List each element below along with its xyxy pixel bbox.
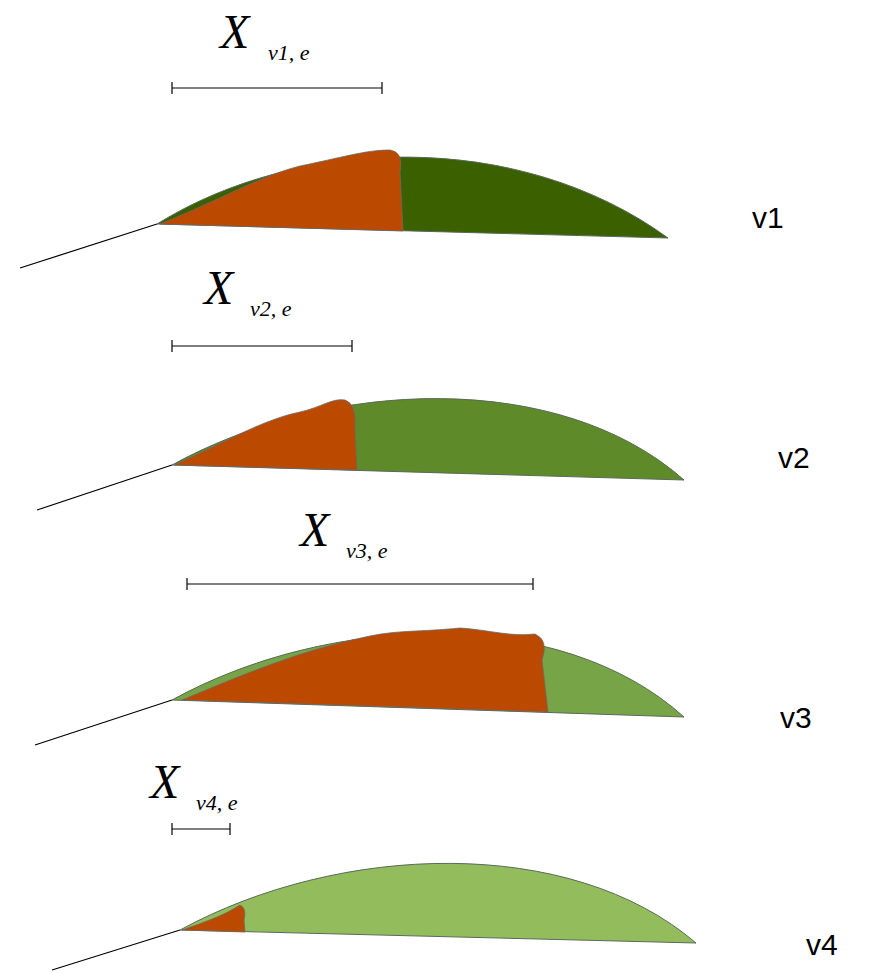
dimension-bar (172, 828, 230, 829)
dimension-subscript: v1, e (268, 42, 310, 64)
dimension-bar (172, 345, 352, 346)
dimension-symbol: X (300, 506, 329, 554)
dimension-subscript: v2, e (250, 298, 292, 320)
leaf-blade (180, 863, 696, 943)
dimension-bar (172, 87, 382, 88)
dimension-tick (171, 82, 172, 94)
lesion-area (182, 905, 245, 932)
variant-label: v4 (806, 930, 838, 960)
dimension-tick (186, 578, 187, 590)
variant-label: v1 (752, 203, 784, 233)
dimension-tick (351, 340, 352, 352)
dimension-tick (171, 823, 172, 835)
dimension-symbol: X (204, 264, 233, 312)
leaf-stalk (35, 700, 172, 745)
dimension-symbol: X (150, 758, 179, 806)
leaf-stalk (20, 224, 157, 268)
dimension-bar (187, 583, 533, 584)
dimension-subscript: v3, e (346, 540, 388, 562)
dimension-tick (229, 823, 230, 835)
lesion-area (174, 400, 357, 470)
leaf-blade (172, 399, 684, 480)
lesion-area (182, 628, 548, 712)
lesion-area (160, 150, 403, 231)
leaf-stalk (52, 930, 180, 970)
dimension-tick (171, 340, 172, 352)
dimension-tick (381, 82, 382, 94)
dimension-subscript: v4, e (196, 792, 238, 814)
leaf-stalk (37, 465, 172, 510)
dimension-symbol: X (220, 8, 249, 56)
variant-label: v3 (780, 703, 812, 733)
dimension-tick (532, 578, 533, 590)
variant-label: v2 (778, 443, 810, 473)
